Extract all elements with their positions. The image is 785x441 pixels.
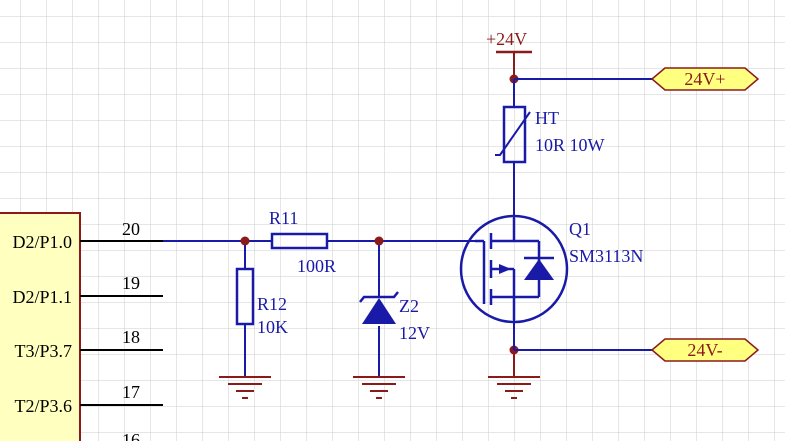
resistor-icon [270, 232, 329, 250]
port-24v-plus-label: 24V+ [684, 69, 725, 89]
resistor-icon [235, 267, 255, 326]
ic-pin-name-4: T2/P3.6 [14, 396, 72, 416]
ht-designator: HT [535, 108, 559, 128]
power-supply-label: +24V [486, 29, 527, 49]
mosfet-q1[interactable]: Q1 SM3113N [459, 214, 643, 324]
thermistor-ht[interactable]: HT 10R 10W [495, 105, 605, 164]
ic-pin-number-1: 20 [122, 219, 140, 239]
r11-designator: R11 [269, 208, 298, 228]
ic-pins: 20 19 18 17 16 [80, 219, 163, 441]
thermistor-icon [495, 105, 531, 164]
ic-pin-number-3: 18 [122, 327, 140, 347]
ground-icon [488, 350, 540, 399]
z2-designator: Z2 [399, 296, 419, 316]
ic-block[interactable]: D2/P1.0 D2/P1.1 T3/P3.7 T2/P3.6 [0, 212, 81, 441]
power-supply[interactable]: +24V [486, 29, 532, 79]
ht-value: 10R 10W [535, 135, 605, 155]
r12-value: 10K [257, 317, 288, 337]
ic-pin-number-4: 17 [122, 382, 140, 402]
port-24v-plus[interactable]: 24V+ [650, 67, 760, 91]
r12-designator: R12 [257, 294, 287, 314]
port-24v-minus[interactable]: 24V- [650, 338, 760, 362]
zener-diode-icon [359, 291, 399, 324]
z2-value: 12V [399, 323, 430, 343]
ic-pin-name-2: D2/P1.1 [12, 287, 72, 307]
ic-pin-number-2: 19 [122, 273, 140, 293]
ground-icon [219, 376, 271, 399]
n-mosfet-icon [459, 214, 569, 324]
q1-designator: Q1 [569, 219, 591, 239]
port-24v-minus-label: 24V- [687, 340, 722, 360]
mosfet-body-diode [524, 259, 554, 280]
r11-value: 100R [297, 256, 336, 276]
ic-pin-number-5: 16 [122, 430, 140, 441]
gate-net [163, 240, 475, 376]
ic-pin-name-3: T3/P3.7 [14, 341, 72, 361]
mosfet-arrow [499, 264, 511, 274]
junction-dot [374, 236, 384, 246]
resistor-r12[interactable]: R12 10K [235, 267, 288, 337]
resistor-r11[interactable]: R11 100R [269, 208, 336, 276]
junction-dot [240, 236, 250, 246]
ic-pin-name-1: D2/P1.0 [12, 232, 72, 252]
ground-icon [353, 376, 405, 399]
zener-z2[interactable]: Z2 12V [359, 291, 430, 343]
drain-net [513, 78, 652, 351]
q1-value: SM3113N [569, 246, 643, 266]
